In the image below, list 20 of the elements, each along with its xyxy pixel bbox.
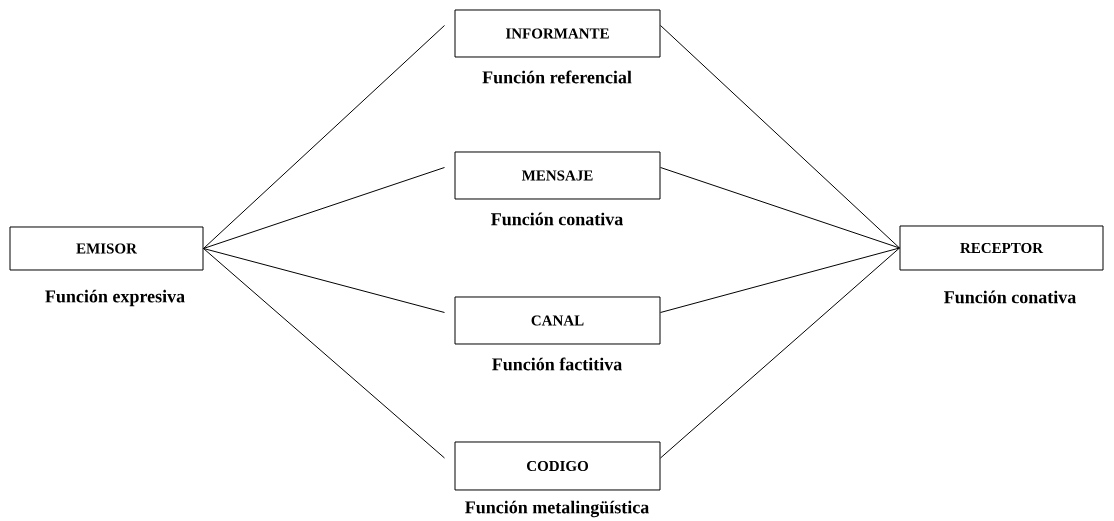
term-box: INFORMANTE	[454, 9, 661, 58]
function-caption: Función factitiva	[492, 357, 622, 371]
function-caption: Función metalingüística	[465, 500, 649, 518]
term-box: MENSAJE	[454, 151, 661, 200]
term-box: CANAL	[454, 296, 661, 345]
connector-line	[660, 25, 900, 249]
connector-line	[660, 247, 900, 313]
function-caption: Función conativa	[944, 290, 1076, 304]
connector-line	[660, 167, 900, 249]
connector-line	[203, 25, 445, 249]
term-box: CODIGO	[454, 441, 661, 491]
connector-line	[203, 248, 445, 459]
connector-line	[660, 247, 900, 459]
connector-line	[203, 167, 445, 249]
function-caption: Función referencial	[482, 70, 632, 84]
function-caption: Función expresiva	[45, 289, 185, 307]
term-box: RECEPTOR	[899, 225, 1104, 271]
term-box: EMISOR	[9, 226, 204, 271]
connector-line	[203, 248, 445, 313]
function-caption: Función conativa	[491, 212, 623, 226]
